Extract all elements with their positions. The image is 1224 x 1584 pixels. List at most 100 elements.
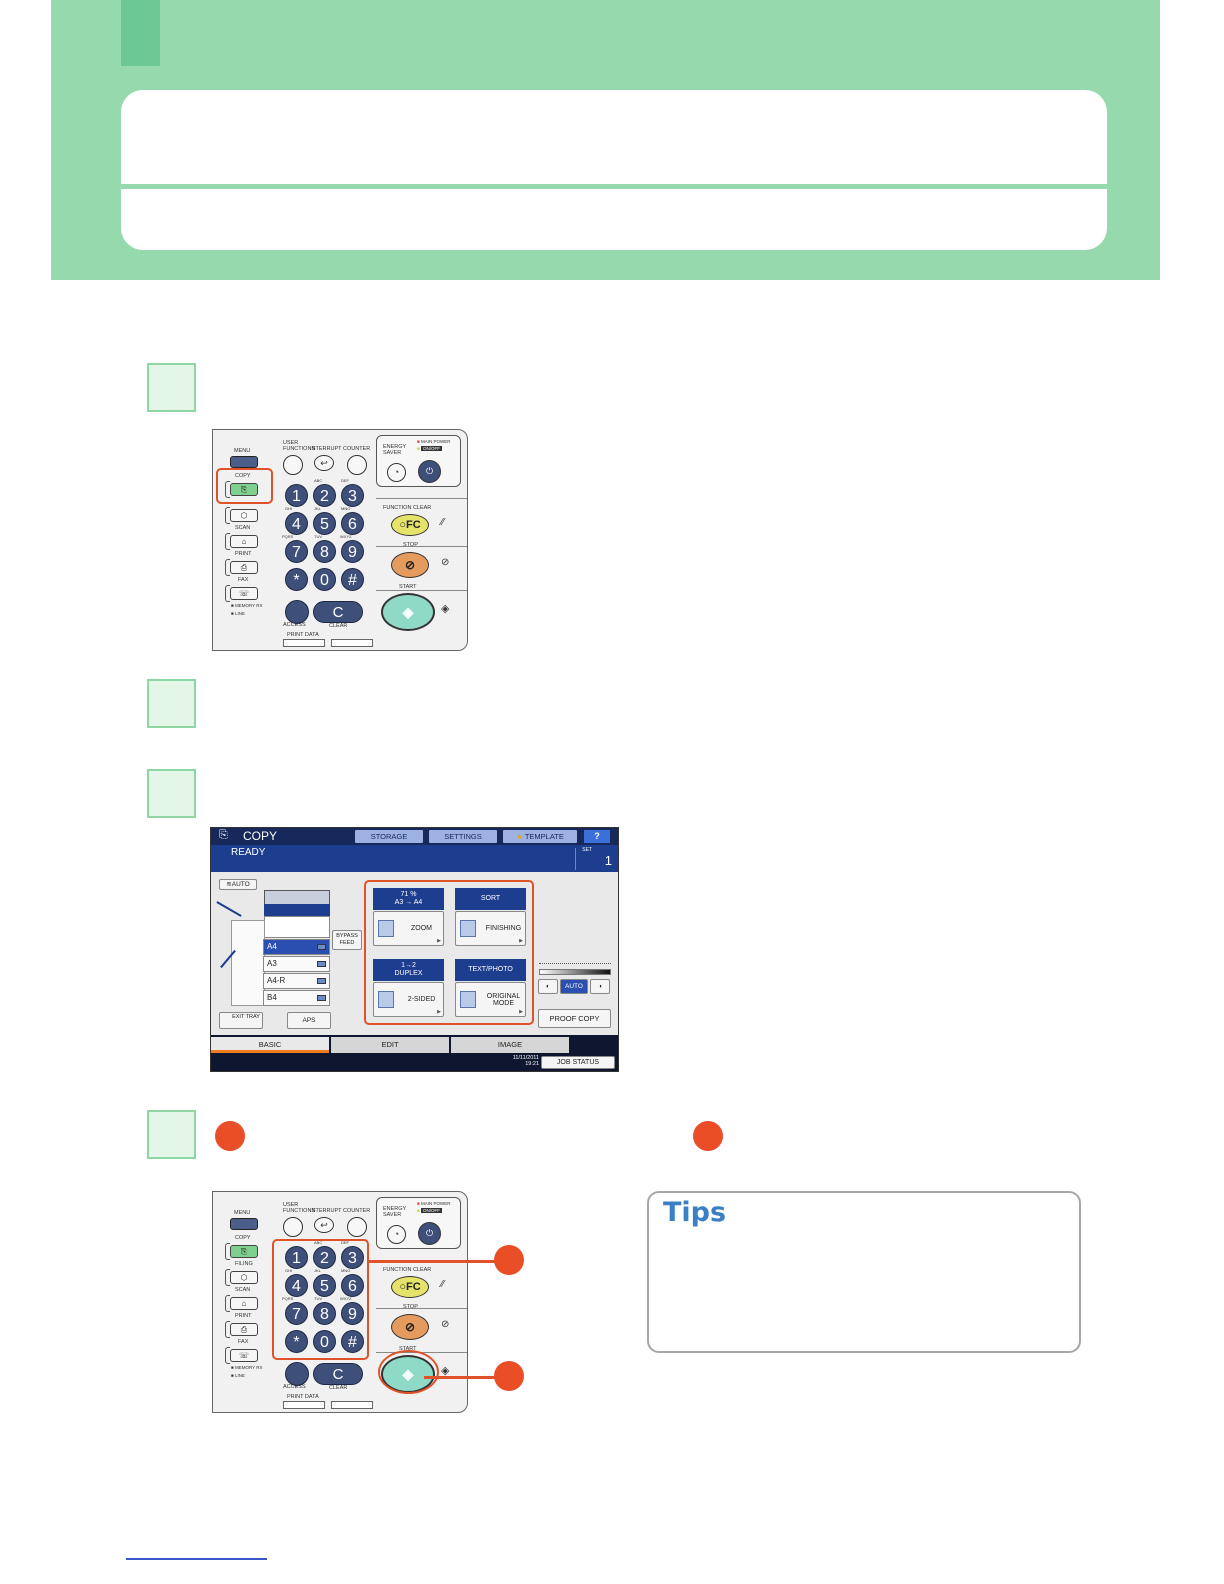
energy-saver-button[interactable]: ◔ — [387, 463, 406, 482]
user-functions-label: USER FUNCTIONS — [283, 1202, 316, 1214]
access-button[interactable] — [285, 600, 309, 624]
access-button[interactable] — [285, 1362, 309, 1386]
tab-image[interactable]: IMAGE — [451, 1037, 569, 1053]
function-clear-label: FUNCTION CLEAR — [383, 505, 432, 511]
keypad-key-12[interactable]: # — [341, 1330, 364, 1353]
power-button[interactable]: ⏻ — [418, 460, 441, 483]
keypad-key-4[interactable]: 4 — [285, 512, 308, 535]
clear-button[interactable]: C — [313, 1363, 363, 1385]
stop-button[interactable]: ⊘ — [391, 1314, 429, 1340]
keypad-key-11[interactable]: 0 — [313, 1330, 336, 1353]
keypad-key-8[interactable]: 8 — [313, 1302, 336, 1325]
stop-indicator-icon: ⊘ — [441, 1319, 450, 1330]
fax-button[interactable]: ☏ — [230, 587, 258, 600]
scan-button[interactable]: ⌂ — [230, 1297, 258, 1310]
keypad-key-5[interactable]: 5 — [313, 1274, 336, 1297]
interrupt-label: INTERRUPT — [310, 1208, 342, 1214]
keypad-key-7[interactable]: 7 — [285, 540, 308, 563]
energy-saver-button[interactable]: ◔ — [387, 1225, 406, 1244]
keypad-key-1[interactable]: 1 — [285, 1246, 308, 1269]
time-text: 19:21 — [525, 1061, 539, 1067]
power-button[interactable]: ⏻ — [418, 1222, 441, 1245]
keypad-key-7[interactable]: 7 — [285, 1302, 308, 1325]
finishing-button[interactable]: FINISHING▶ — [455, 911, 526, 946]
clear-label: CLEAR — [329, 1385, 348, 1391]
template-button[interactable]: ★ TEMPLATE — [503, 830, 577, 843]
interrupt-button[interactable]: ↩ — [314, 455, 334, 471]
paper-a4r-label: A4-R — [267, 976, 286, 985]
function-clear-button[interactable]: ○FC — [391, 1276, 429, 1298]
tab-edit[interactable]: EDIT — [331, 1037, 449, 1053]
keypad-key-9[interactable]: 9 — [341, 540, 364, 563]
keypad-key-6[interactable]: 6 — [341, 1274, 364, 1297]
step-4-bullet-2 — [693, 1121, 723, 1151]
callout-dot-1 — [494, 1245, 524, 1275]
two-sided-button[interactable]: 2-SIDED▶ — [373, 982, 444, 1017]
menu-button[interactable] — [230, 1218, 258, 1230]
keypad-key-1[interactable]: 1 — [285, 484, 308, 507]
print-button[interactable]: ⎙ — [230, 1323, 258, 1336]
bypass-feed-button[interactable]: BYPASS FEED — [332, 930, 362, 950]
original-mode-button[interactable]: ORIGINAL MODE▶ — [455, 982, 526, 1017]
keypad-key-12[interactable]: # — [341, 568, 364, 591]
line-indicator: ■ LINE — [231, 1373, 245, 1378]
keypad-letters: TUV — [314, 534, 322, 539]
tab-basic[interactable]: BASIC — [211, 1037, 329, 1053]
keypad-key-8[interactable]: 8 — [313, 540, 336, 563]
step-3-box — [147, 769, 196, 818]
user-functions-button[interactable] — [283, 455, 303, 475]
filing-button[interactable]: ⬡ — [230, 509, 258, 522]
copy-button[interactable]: ⎘ — [230, 1245, 258, 1258]
keypad-key-5[interactable]: 5 — [313, 512, 336, 535]
counter-button[interactable] — [347, 1217, 367, 1237]
paper-a3[interactable]: A3 — [263, 956, 330, 972]
step-2-box — [147, 679, 196, 728]
keypad-key-3[interactable]: 3 — [341, 484, 364, 507]
keypad-key-10[interactable]: * — [285, 568, 308, 591]
paper-a4[interactable]: A4 — [263, 939, 330, 955]
keypad-key-9[interactable]: 9 — [341, 1302, 364, 1325]
keypad-letters: PQRS — [282, 1296, 294, 1301]
filing-button[interactable]: ⬡ — [230, 1271, 258, 1284]
interrupt-button[interactable]: ↩ — [314, 1217, 334, 1233]
keypad-key-2[interactable]: 2 — [313, 484, 336, 507]
scan-button[interactable]: ⌂ — [230, 535, 258, 548]
density-lighter-button[interactable]: ◐ — [538, 979, 558, 994]
copy-bracket — [225, 1243, 230, 1260]
paper-b4[interactable]: B4 — [263, 990, 330, 1006]
counter-button[interactable] — [347, 455, 367, 475]
storage-button[interactable]: STORAGE — [355, 830, 423, 843]
keypad-key-10[interactable]: * — [285, 1330, 308, 1353]
density-darker-button[interactable]: ◑ — [590, 979, 610, 994]
copy-button[interactable]: ⎘ — [230, 483, 258, 496]
start-button[interactable]: ◈ — [381, 593, 435, 631]
aps-button[interactable]: APS — [287, 1012, 331, 1029]
print-data-label: PRINT DATA — [287, 632, 319, 638]
energy-saver-label: ENERGY SAVER — [383, 1206, 407, 1218]
main-power-label: ■ MAIN POWER — [417, 439, 451, 444]
menu-button[interactable] — [230, 456, 258, 468]
proof-copy-button[interactable]: PROOF COPY — [538, 1009, 611, 1028]
stop-button[interactable]: ⊘ — [391, 552, 429, 578]
print-button[interactable]: ⎙ — [230, 561, 258, 574]
paper-a4r[interactable]: A4-R — [263, 973, 330, 989]
exit-tray-button[interactable]: EXIT TRAY — [219, 1012, 263, 1029]
zoom-button[interactable]: ZOOM▶ — [373, 911, 444, 946]
keypad-key-6[interactable]: 6 — [341, 512, 364, 535]
keypad-key-4[interactable]: 4 — [285, 1274, 308, 1297]
settings-button[interactable]: SETTINGS — [429, 830, 497, 843]
original-mode-icon — [460, 991, 476, 1008]
user-functions-button[interactable] — [283, 1217, 303, 1237]
fax-bracket — [225, 585, 230, 602]
keypad-key-11[interactable]: 0 — [313, 568, 336, 591]
fax-button[interactable]: ☏ — [230, 1349, 258, 1362]
clear-button[interactable]: C — [313, 601, 363, 623]
keypad-key-3[interactable]: 3 — [341, 1246, 364, 1269]
fc-text: FC — [405, 1281, 421, 1293]
job-status-button[interactable]: JOB STATUS — [541, 1056, 615, 1069]
keypad-letters: JKL — [314, 506, 321, 511]
keypad-key-2[interactable]: 2 — [313, 1246, 336, 1269]
help-button[interactable]: ? — [584, 830, 610, 843]
density-auto-button[interactable]: AUTO — [560, 979, 588, 994]
function-clear-button[interactable]: ○FC — [391, 514, 429, 536]
